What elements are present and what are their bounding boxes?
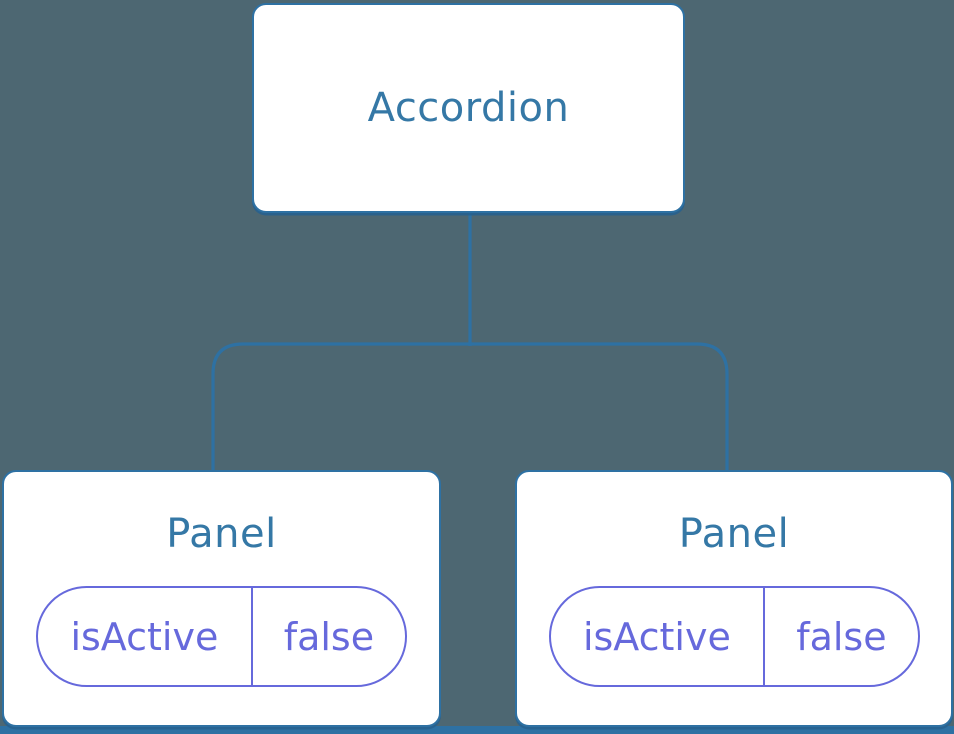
panel-node-label: Panel <box>678 511 790 557</box>
prop-pill: isActive false <box>36 586 407 687</box>
panel-node-left: Panel isActive false <box>2 470 441 727</box>
prop-name: isActive <box>38 588 253 685</box>
panel-node-right: Panel isActive false <box>515 470 953 727</box>
prop-value: false <box>283 614 375 659</box>
prop-pill: isActive false <box>548 586 920 687</box>
accordion-node-label: Accordion <box>367 85 570 131</box>
panel-node-label: Panel <box>166 511 277 557</box>
prop-value: false <box>796 614 887 659</box>
accordion-node: Accordion <box>252 3 685 213</box>
connector-branch-line <box>211 342 729 470</box>
bottom-edge-bar <box>0 726 954 734</box>
prop-name: isActive <box>551 588 766 685</box>
